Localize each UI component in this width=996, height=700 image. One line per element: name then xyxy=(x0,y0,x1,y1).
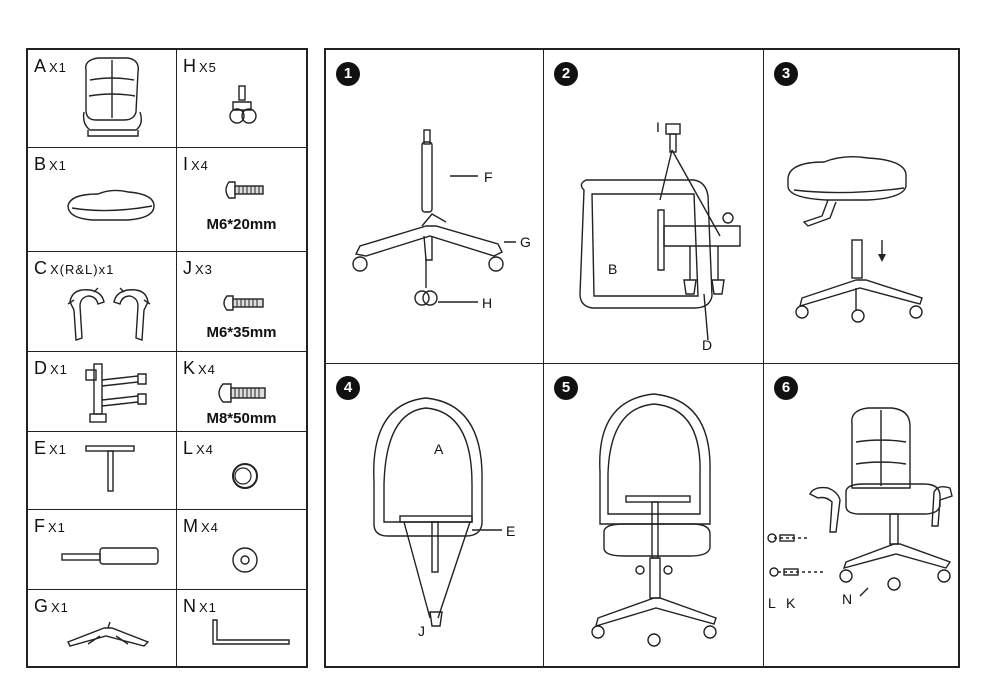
step-number-badge: 3 xyxy=(774,62,798,86)
callout-h: H xyxy=(482,295,492,311)
bolt-illustration xyxy=(223,295,264,311)
bolt-size-label: M6*35mm xyxy=(206,324,277,341)
step-2-panel: 2 I B D xyxy=(544,50,764,364)
callout-d: D xyxy=(702,337,712,353)
bracket-illustration xyxy=(85,445,135,492)
bolt-size-label: M8*50mm xyxy=(206,410,277,427)
bolt-size-label: M6*20mm xyxy=(206,216,277,233)
backrest-seat-illustration xyxy=(82,57,143,137)
step-4-panel: 4 A E J xyxy=(326,364,544,666)
callout-k: K xyxy=(786,595,796,611)
seat-on-base-illustration xyxy=(787,155,923,323)
seat-illustration xyxy=(67,189,155,221)
seat-mechanism-illustration: I B D xyxy=(579,119,741,353)
step-5-panel: 5 xyxy=(544,364,764,666)
callout-n: N xyxy=(842,591,852,607)
caster-illustration xyxy=(229,85,257,124)
step-number-badge: 1 xyxy=(336,62,360,86)
callout-b: B xyxy=(608,261,617,277)
armrests-illustration xyxy=(67,287,151,341)
backrest-bracket-illustration: A E J xyxy=(373,397,515,639)
callout-e: E xyxy=(506,523,515,539)
assembly-steps: 1 F G H 2 xyxy=(324,48,960,668)
step-number-badge: 2 xyxy=(554,62,578,86)
callout-l: L xyxy=(768,595,776,611)
base-assembly-illustration: F G H xyxy=(352,129,531,311)
callout-a: A xyxy=(434,441,444,457)
step-1-panel: 1 F G H xyxy=(326,50,544,364)
step-number-badge: 6 xyxy=(774,376,798,400)
step-3-panel: 3 xyxy=(764,50,958,364)
star-base-illustration xyxy=(67,621,150,647)
step-number-badge: 5 xyxy=(554,376,578,400)
callout-j: J xyxy=(418,623,425,639)
washer-illustration xyxy=(232,547,258,573)
step-number-badge: 4 xyxy=(336,376,360,400)
step-6-panel: 6 L K N xyxy=(764,364,958,666)
bolt-illustration xyxy=(218,383,266,403)
callout-i: I xyxy=(656,119,660,135)
cap-illustration xyxy=(232,463,258,489)
bolt-illustration xyxy=(225,181,264,199)
callout-g: G xyxy=(520,234,531,250)
attach-backrest-illustration xyxy=(591,393,717,647)
attach-armrests-illustration: L K N xyxy=(767,407,953,611)
allen-key-illustration xyxy=(212,619,290,645)
callout-f: F xyxy=(484,169,493,185)
gas-lift-illustration xyxy=(61,547,159,565)
mechanism-illustration xyxy=(85,363,147,423)
